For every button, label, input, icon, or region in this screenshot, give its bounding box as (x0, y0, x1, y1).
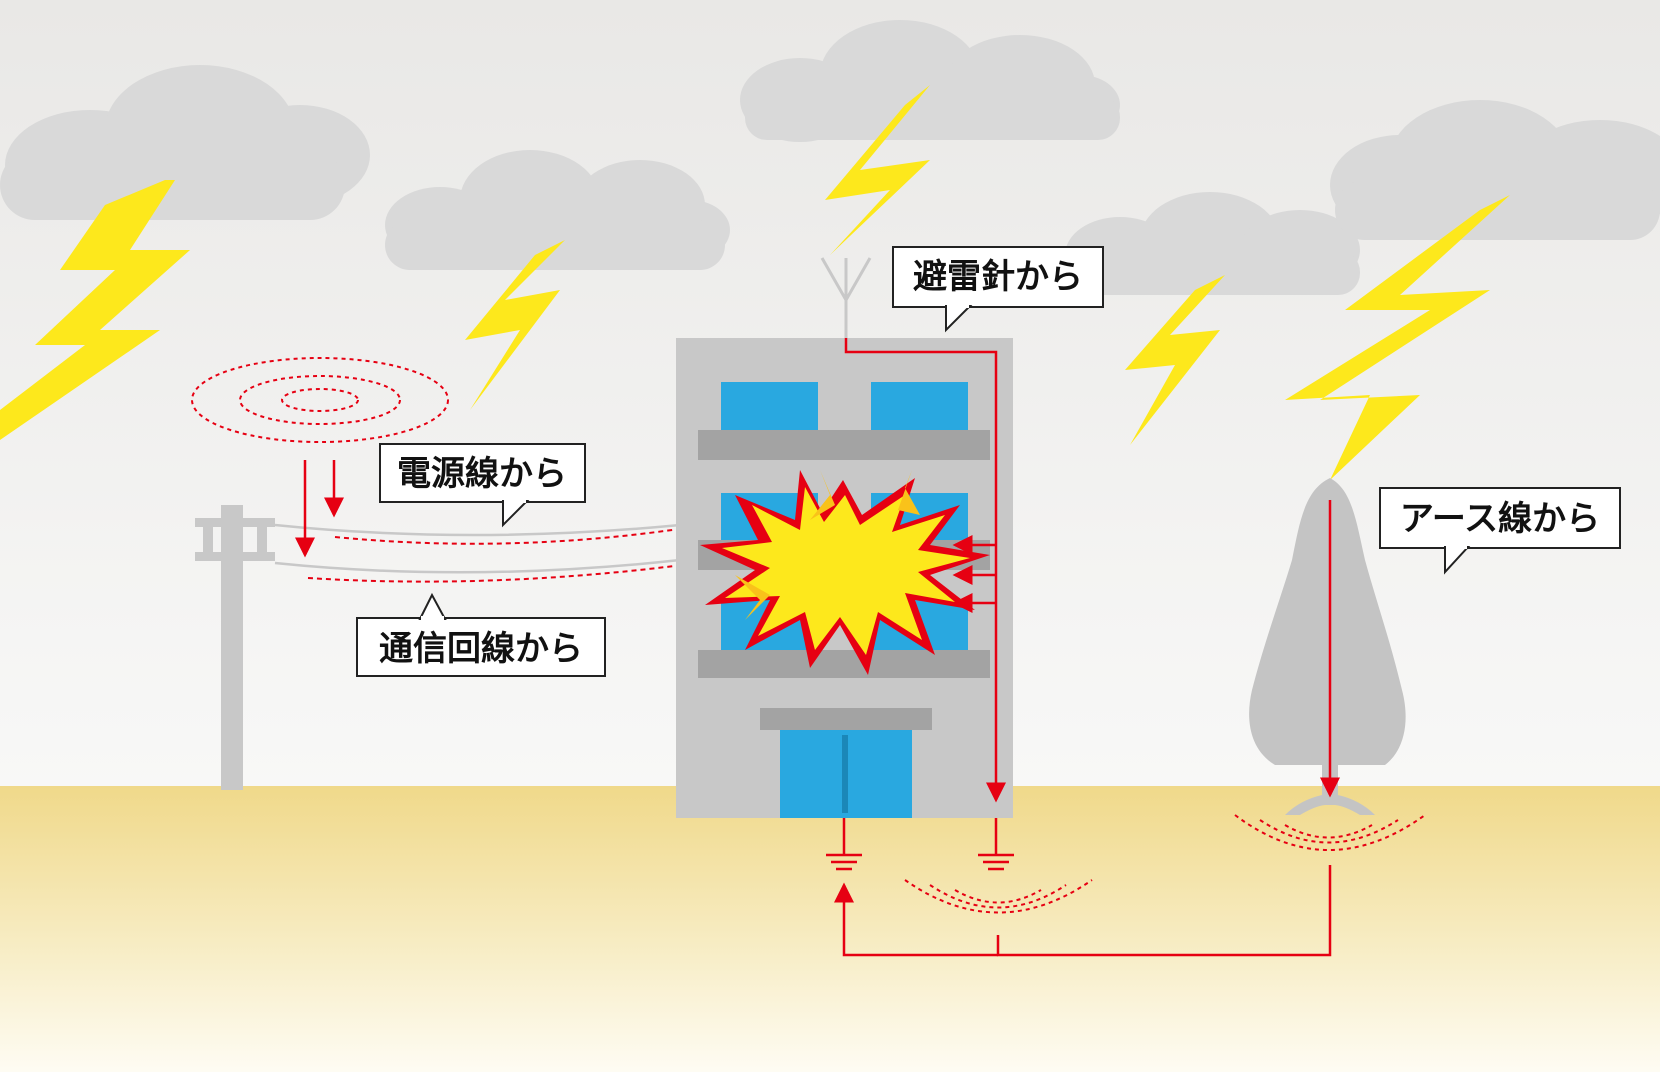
cloud-icon (1330, 100, 1660, 240)
ground-symbol-icon (826, 818, 862, 871)
power-line-wire (274, 523, 681, 537)
sky-surge-ripple (191, 357, 449, 443)
ground-return-path (834, 882, 998, 957)
lightning-bolt-icon (825, 85, 930, 255)
label-power-line: 電源線から (397, 454, 567, 494)
cloud-icon (0, 65, 370, 220)
lightning-bolt-icon (465, 240, 565, 410)
ground-return-path (996, 865, 1332, 957)
ground-surge-ripple (904, 879, 1093, 914)
utility-pole-icon (195, 505, 275, 790)
ground (0, 786, 1660, 1072)
balcony (698, 650, 990, 678)
cloud-icon (1065, 192, 1360, 295)
cloud-icon (740, 20, 1120, 142)
tree-surge-ripple (1234, 814, 1426, 851)
ground-symbol-icon (978, 818, 1014, 871)
telecom-line-wire (274, 558, 681, 574)
door-divider (842, 735, 848, 813)
lightning-bolt-icon (0, 180, 190, 440)
balcony (698, 430, 990, 460)
lightning-bolt-icon (1125, 275, 1225, 445)
label-telecom-line: 通信回線から (379, 629, 583, 669)
explosion-icon (700, 470, 990, 675)
antenna-icon (820, 257, 872, 338)
window (871, 382, 968, 432)
callout-telecom-line: 通信回線から (356, 592, 606, 677)
callout-earth-wire: アース線から (1379, 487, 1621, 575)
label-lightning-rod: 避雷針から (913, 257, 1083, 297)
window (721, 382, 818, 432)
power-line-surge (334, 519, 707, 545)
entrance-canopy (760, 708, 932, 730)
callout-lightning-rod: 避雷針から (892, 246, 1104, 333)
lightning-bolt-icon (1285, 195, 1510, 480)
label-earth-wire: アース線から (1400, 499, 1600, 539)
callout-power-line: 電源線から (379, 443, 586, 528)
telecom-line-surge (307, 555, 707, 583)
